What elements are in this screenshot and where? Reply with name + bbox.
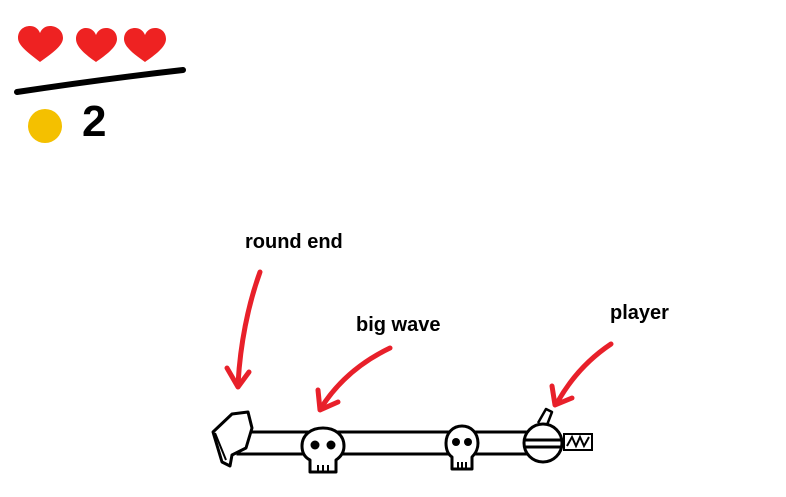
- player-ball-icon: [522, 407, 593, 464]
- arrow-player: [549, 341, 614, 408]
- heart-icon: [76, 28, 117, 62]
- coin-icon: [28, 109, 62, 143]
- lives-display: [18, 26, 166, 62]
- heart-icon: [124, 28, 166, 62]
- heart-icon: [18, 26, 63, 62]
- arrow-round-end: [224, 269, 263, 390]
- annotation-arrows: [224, 269, 614, 413]
- skull-icon: [300, 426, 346, 474]
- progress-track: [236, 430, 540, 456]
- label-big-wave: big wave: [356, 314, 441, 336]
- skull-icon: [444, 424, 480, 471]
- label-round-end: round end: [245, 231, 343, 253]
- track-bar: [236, 430, 540, 456]
- label-player: player: [610, 302, 669, 324]
- coin-count: 2: [82, 97, 107, 146]
- hud-divider: [14, 67, 186, 95]
- flag-icon: [211, 410, 254, 468]
- arrow-big-wave: [315, 345, 393, 413]
